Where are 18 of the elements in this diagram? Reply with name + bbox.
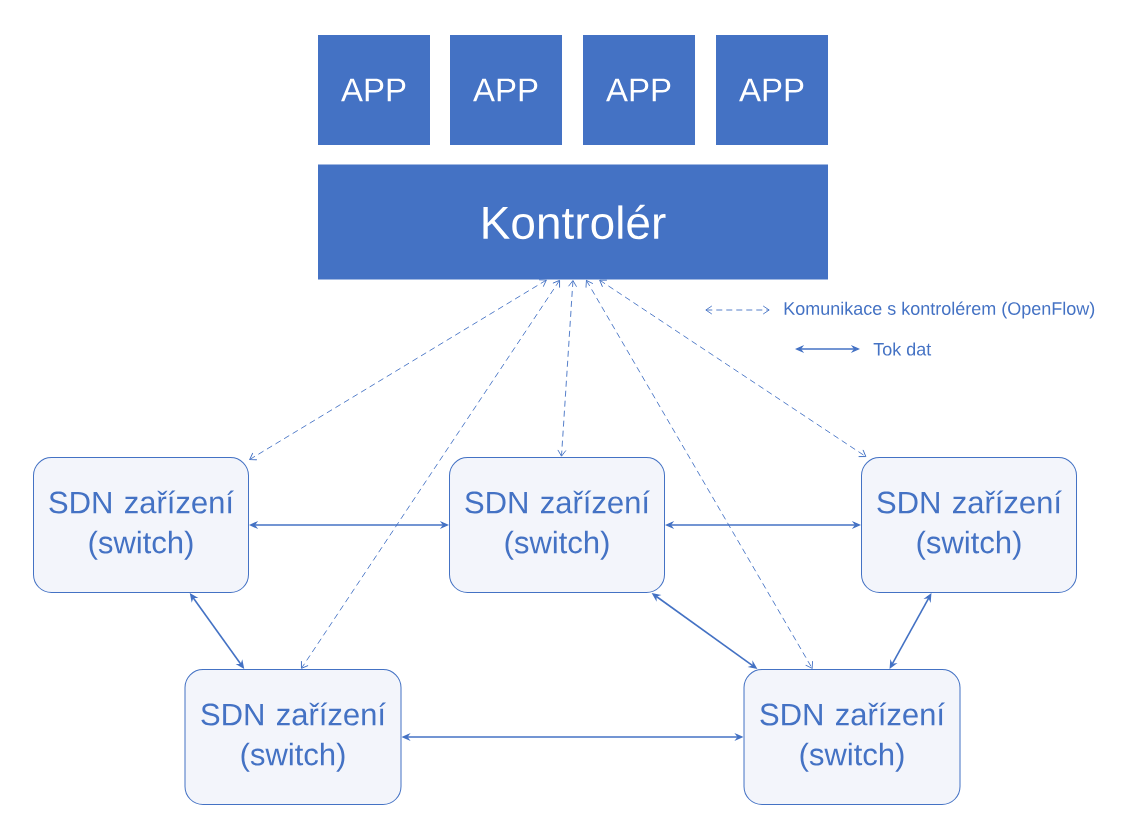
arrow (301, 279, 560, 669)
arrow (557, 280, 577, 457)
arrow (249, 279, 547, 461)
switch-box: SDN zařízení (switch) (449, 457, 665, 593)
switch-box: SDN zařízení (switch) (33, 457, 249, 593)
switch-box: SDN zařízení (switch) (861, 457, 1077, 593)
app-box: APP (318, 35, 430, 145)
arrow (585, 279, 814, 669)
switch-box: SDN zařízení (switch) (743, 669, 961, 805)
controller-box: Kontrolér (318, 164, 828, 280)
legend-label: Komunikace s kontrolérem (OpenFlow) (784, 301, 1095, 319)
legend-label: Tok dat (873, 342, 932, 356)
app-box: APP (716, 35, 828, 145)
arrow (889, 593, 932, 669)
app-box: APP (450, 35, 562, 145)
switch-box: SDN zařízení (switch) (184, 669, 402, 805)
arrow (599, 279, 867, 458)
app-box: APP (583, 35, 695, 145)
